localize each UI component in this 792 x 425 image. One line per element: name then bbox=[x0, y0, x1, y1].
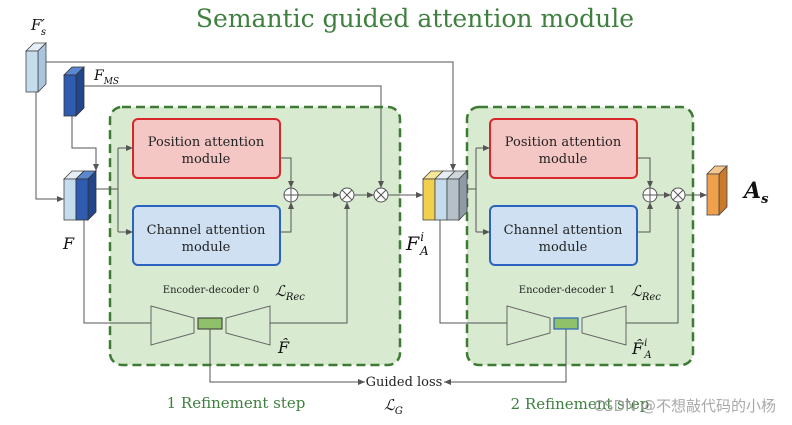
channel-attention-module-1: Channel attention module bbox=[132, 205, 281, 266]
f-label: F bbox=[62, 234, 75, 253]
encoder-decoder-0: Encoder-decoder 0 bbox=[150, 285, 271, 346]
svg-text:Position attention: Position attention bbox=[148, 135, 265, 150]
svg-text:Channel attention: Channel attention bbox=[504, 223, 623, 238]
connections bbox=[35, 61, 707, 385]
fms-feature-cube bbox=[63, 66, 85, 117]
fs-prime-label: F′s bbox=[30, 16, 46, 38]
lg-label: ℒG bbox=[384, 396, 403, 417]
csdn-watermark: CSDN @不想敲代码的小杨 bbox=[593, 397, 776, 415]
svg-text:Position attention: Position attention bbox=[505, 135, 622, 150]
encoder-decoder-1: Encoder-decoder 1 bbox=[506, 285, 627, 346]
svg-text:Encoder-decoder 0: Encoder-decoder 0 bbox=[163, 285, 259, 296]
position-attention-module-1: Position attention module bbox=[132, 118, 281, 179]
svg-text:Encoder-decoder 1: Encoder-decoder 1 bbox=[519, 285, 615, 296]
channel-attention-module-2: Channel attention module bbox=[489, 205, 638, 266]
refinement-step-2-caption: 2 Refinement step bbox=[511, 395, 650, 413]
sum-operator-2 bbox=[642, 187, 658, 203]
sum-operator-1 bbox=[283, 187, 299, 203]
position-attention-module-2: Position attention module bbox=[489, 118, 638, 179]
multiply-operator-1a bbox=[339, 187, 355, 203]
fms-label: FMS bbox=[93, 68, 119, 87]
diagram-title: Semantic guided attention module bbox=[196, 4, 634, 33]
svg-text:module: module bbox=[182, 240, 231, 255]
f-feature-cube bbox=[63, 170, 97, 221]
lrec-label-1: ℒRec bbox=[275, 282, 305, 303]
fhat-label: F̂ bbox=[277, 338, 290, 357]
as-label: As bbox=[742, 178, 769, 207]
multiply-operator-1b bbox=[373, 187, 389, 203]
fai-feature-cube bbox=[422, 170, 468, 221]
svg-text:Channel attention: Channel attention bbox=[147, 223, 266, 238]
refinement-step-1-caption: 1 Refinement step bbox=[167, 394, 306, 412]
as-output-cube bbox=[706, 165, 728, 216]
svg-text:module: module bbox=[539, 152, 588, 167]
svg-text:module: module bbox=[182, 152, 231, 167]
lrec-label-2: ℒRec bbox=[631, 282, 661, 303]
svg-text:module: module bbox=[539, 240, 588, 255]
fs-prime-feature-cube bbox=[25, 42, 47, 93]
multiply-operator-2 bbox=[670, 187, 686, 203]
guided-loss-label: Guided loss bbox=[366, 375, 443, 390]
